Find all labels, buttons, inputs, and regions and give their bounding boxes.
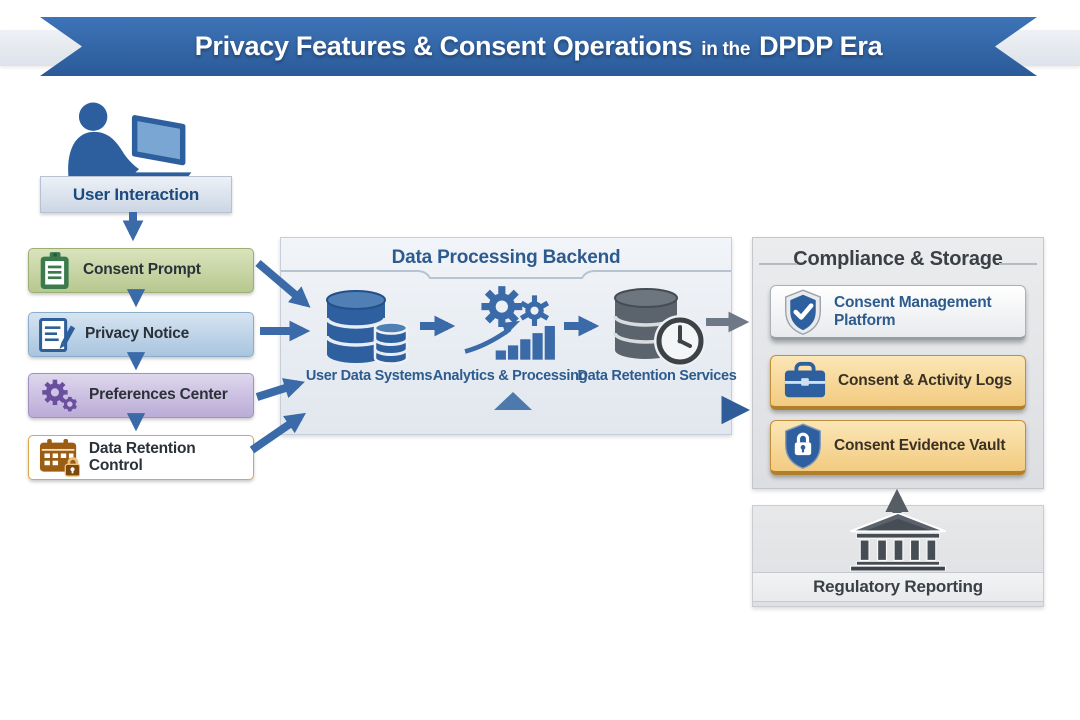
regulatory-label: Regulatory Reporting (813, 577, 983, 596)
government-building-icon (850, 511, 946, 571)
flow-box-label: Privacy Notice (85, 325, 190, 343)
user-interaction-label: User Interaction (40, 176, 232, 213)
card-consent-evidence-vault: Consent Evidence Vault (770, 420, 1026, 475)
card-label: Consent & Activity Logs (838, 372, 1012, 390)
compliance-panel: Compliance & Storage Consent Management … (752, 237, 1044, 489)
page-title-main: Privacy Features & Consent Operations (194, 31, 693, 61)
node-label-data-retention-services: Data Retention Services (577, 368, 737, 384)
gears-icon (42, 379, 78, 411)
regulatory-panel: Regulatory Reporting (752, 505, 1044, 607)
flow-box-privacy-notice: Privacy Notice (28, 312, 254, 357)
backend-panel: Data Processing Backend (280, 237, 737, 435)
title-rule-right (999, 263, 1037, 265)
calendar-lock-icon (39, 438, 80, 477)
page-title-connector: in the (701, 39, 751, 60)
flow-box-label: Consent Prompt (83, 261, 201, 279)
node-label-user-data-systems: User Data Systems (305, 368, 433, 384)
clipboard-icon (40, 251, 69, 289)
regulatory-label-strip: Regulatory Reporting (753, 572, 1043, 602)
person-laptop-icon (68, 102, 192, 184)
card-consent-activity-logs: Consent & Activity Logs (770, 355, 1026, 410)
flow-box-label: Data Retention Control (88, 440, 196, 474)
card-consent-management-platform: Consent Management Platform (770, 285, 1026, 340)
flow-box-consent-prompt: Consent Prompt (28, 248, 254, 293)
shield-check-icon (785, 288, 821, 335)
compliance-panel-title: Compliance & Storage (793, 248, 1003, 270)
user-icon-wrap (56, 100, 198, 188)
user-interaction-text: User Interaction (72, 184, 200, 204)
node-label-analytics-processing: Analytics & Processing (432, 368, 588, 384)
database-clock-icon (613, 288, 706, 367)
card-label: Consent Evidence Vault (834, 437, 1006, 455)
flow-box-preferences-center: Preferences Center (28, 373, 254, 418)
backend-title-tabline (281, 270, 731, 279)
flow-box-label: Preferences Center (89, 386, 228, 404)
page-title: Privacy Features & Consent Operations in … (195, 31, 883, 62)
card-label: Consent Management Platform (834, 294, 992, 329)
title-ribbon: Privacy Features & Consent Operations in … (40, 17, 1037, 76)
document-edit-icon (39, 317, 76, 352)
flow-box-data-retention-control: Data Retention Control (28, 435, 254, 480)
title-rule-left (759, 263, 797, 265)
briefcase-icon (784, 361, 826, 398)
gears-chart-icon (464, 286, 555, 360)
database-stack-icon (325, 290, 409, 365)
backend-panel-title: Data Processing Backend (391, 247, 621, 268)
shield-lock-icon (785, 423, 821, 469)
page-title-suffix: DPDP Era (759, 31, 883, 61)
